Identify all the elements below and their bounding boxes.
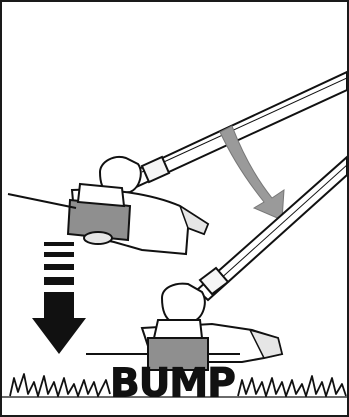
- down-arrow: [32, 242, 86, 354]
- illustration-canvas: BUMP: [2, 2, 347, 415]
- motion-arrow: [220, 126, 284, 220]
- trimmer-line: [8, 194, 76, 208]
- bump-label: BUMP: [110, 361, 235, 406]
- trimmer-before-tap: [8, 72, 347, 254]
- motor-housing: [162, 284, 205, 322]
